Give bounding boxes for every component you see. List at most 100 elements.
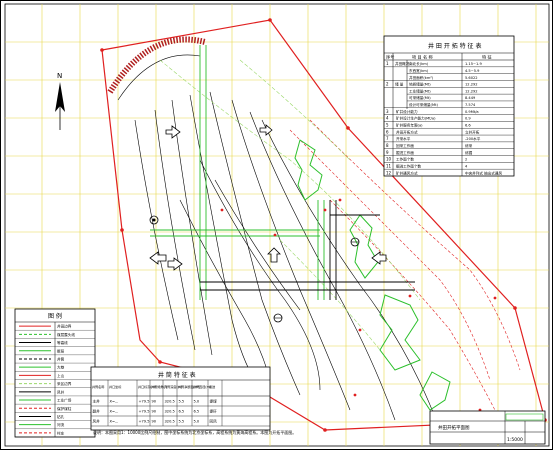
legend-item-label: 村庄 (57, 430, 65, 435)
shaft-row-cell: 提煤 (210, 399, 218, 404)
shaft-row-cell: X=... (110, 420, 119, 424)
param-row-value: 12.292 (465, 83, 478, 87)
shaft-header-cell: 井筒深度(m) (164, 384, 182, 389)
contour-lines (134, 91, 439, 426)
shaft-row-cell: 6.5 (179, 410, 185, 414)
shaft-row-cell: 风井 (93, 419, 101, 424)
protective-coal-pillar (107, 36, 206, 101)
param-row-no: 10 (386, 157, 392, 162)
param-header-item: 项 目 名 称 (412, 54, 433, 61)
shaft-header-cell: 井口标高(m) (138, 384, 156, 389)
legend-item-label: 保护煤柱 (57, 406, 72, 411)
shaft-row-cell: 主井 (93, 399, 101, 404)
seam-contours-dashed (289, 119, 521, 421)
shaft-header-cell: 井口坐标 (109, 384, 121, 389)
shaft-row-cell: 5.0 (194, 400, 200, 404)
param-row-value: 综掘 (465, 150, 473, 155)
shaft-row-cell: 320.5 (165, 400, 175, 404)
param-header-value: 特 征 (482, 54, 493, 61)
param-row-item: 矿井设计生产能力(Mt/a) (396, 116, 436, 121)
shaft-row-cell: 5.5 (179, 400, 185, 404)
shaft-row-cell: 6.5 (194, 410, 200, 414)
param-row-value: 中央并列式 抽出式通风 (465, 170, 502, 175)
param-row-value: 8.449 (465, 96, 476, 100)
legend-item-label: 采区边界 (57, 381, 72, 386)
outcrop-lines (159, 59, 421, 351)
param-row-value: 5.6022 (465, 76, 478, 80)
legend-item-label: 上山 (57, 373, 65, 378)
param-row-no: 6 (386, 129, 389, 134)
boreholes (149, 215, 360, 323)
title-block-label: 井田开拓平面图 (438, 424, 470, 431)
shaft-row-cell: 90 (152, 400, 157, 404)
param-row-value: 6.6 (465, 124, 471, 128)
param-row-value: 1.15~1.9 (465, 62, 482, 66)
param-row-value: 立井开拓 (465, 129, 480, 134)
param-row-item: 地质储量(Mt) (409, 82, 431, 87)
shaft-row-cell: 提矸 (210, 409, 218, 414)
title-block-scale: 1:5000 (507, 437, 523, 443)
legend-item-label: 大巷 (57, 365, 65, 370)
param-row-item: 矿井通风方式 (396, 170, 418, 175)
param-row-no: 11 (386, 163, 392, 168)
param-row-item: 可采储量(Mt) (409, 95, 431, 100)
param-row-no: 7 (386, 136, 389, 141)
param-row-value: 综采 (465, 143, 473, 148)
param-row-item: 矿井设计能力 (396, 109, 418, 114)
shaft-table-note: 说明：本图采用1：10000比例尺绘制，图中坐标系统为北京坐标系，高程系统为黄海… (93, 429, 296, 435)
fault-zones (294, 139, 451, 411)
shaft-header-cell: 井筒直径(m) (193, 384, 211, 389)
param-row-no: 12 (386, 170, 392, 175)
param-row-no: 2 (386, 82, 389, 87)
param-row-value: -200水平 (465, 136, 481, 141)
north-label: N (57, 72, 62, 80)
shaft-row-cell: +79.5 (139, 420, 150, 424)
legend-item-label: 井田边界 (57, 324, 72, 329)
shaft-row-cell: X=... (110, 400, 119, 404)
legend-item-label: 工业广场 (57, 398, 72, 403)
shaft-row-cell: 5.0 (194, 420, 200, 424)
param-row-group: 井田概况 (395, 61, 410, 66)
shaft-row-cell: 320.5 (165, 410, 175, 414)
legend-item-label: 河流 (57, 422, 65, 427)
param-row-item: 回采工作面 (396, 143, 414, 148)
shaft-row-cell: 90 (152, 410, 157, 414)
param-row-no: 9 (386, 150, 389, 155)
legend-title: 图 例 (48, 312, 62, 320)
param-row-item: 开采水平 (396, 136, 411, 141)
param-row-value: 0.9 (465, 117, 471, 121)
param-header-no: 序号 (386, 54, 394, 61)
param-row-item: 南北长(km) (409, 61, 429, 66)
param-row-item: 东西宽(km) (409, 68, 429, 73)
shaft-row-cell: 回风 (210, 419, 218, 424)
param-row-no: 4 (386, 116, 389, 121)
shaft-header-cell: 井筒倾角(°) (151, 384, 167, 389)
param-row-item: 工作面个数 (396, 157, 414, 162)
param-row-item: 工业储量(Mt) (409, 88, 431, 93)
param-row-item: 井田面积(km²) (409, 75, 434, 80)
param-row-value: 4.5~5.9 (465, 69, 480, 73)
shaft-row-cell: 5.5 (179, 420, 185, 424)
shaft-row-cell: 90 (152, 420, 157, 424)
shaft-parameters-table: 井 筒 特 征 表 井筒名称井口坐标 井口标高(m)井筒倾角(°)井筒深度(m) 井… (90, 366, 296, 435)
legend-item-label: 井筒 (57, 356, 65, 361)
param-row-value: 4 (465, 164, 468, 168)
legend-item-label: 钻孔 (57, 414, 65, 419)
survey-points (220, 198, 497, 412)
shaft-row-cell: +79.5 (139, 410, 150, 414)
legend-item-label: 等高线 (57, 340, 68, 345)
north-arrow: N (55, 72, 65, 130)
param-row-no: 1 (386, 61, 389, 66)
shaft-row-cell: X=... (110, 410, 119, 414)
param-row-value: 12.292 (465, 89, 478, 93)
param-row-no: 5 (386, 123, 389, 128)
param-row-item: 井田开拓方式 (396, 129, 418, 134)
param-row-item: 设计可采储量(Mt) (409, 102, 438, 107)
shaft-row-cell: +79.5 (139, 400, 150, 404)
shaft-header-cell: 井筒名称 (92, 384, 104, 389)
legend-item-label: 煤层露头线 (57, 332, 75, 337)
legend-item-label: 断层 (57, 348, 65, 353)
shaft-table-title: 井 筒 特 征 表 (158, 371, 196, 379)
